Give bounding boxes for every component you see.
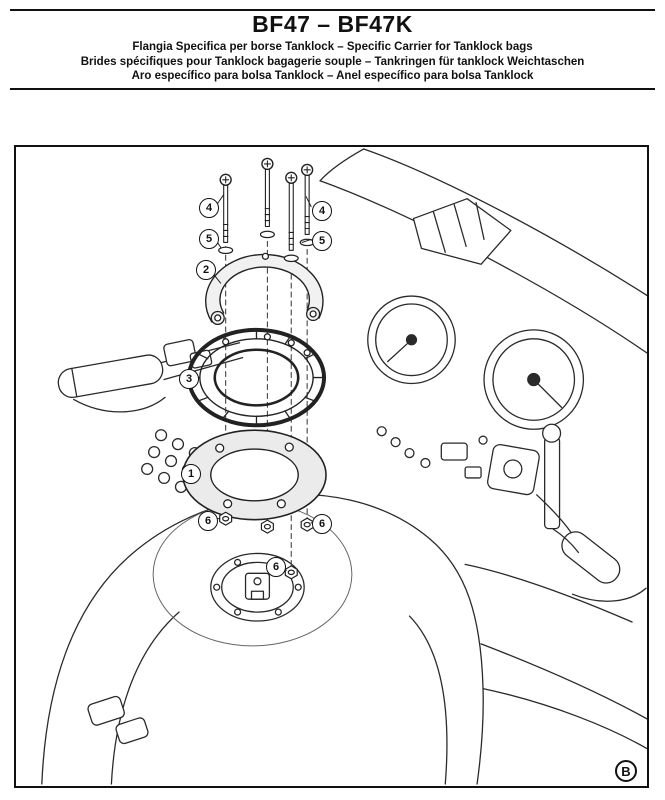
nut-part xyxy=(219,511,314,580)
right-grip xyxy=(561,531,621,584)
callout-ring: 3 xyxy=(179,369,199,389)
callout-screw-right: 4 xyxy=(312,201,332,221)
callout-nut-left: 6 xyxy=(198,511,218,531)
tanklock-ring-part xyxy=(186,327,327,428)
page-marker-b: B xyxy=(615,760,637,782)
gauge-right xyxy=(483,329,585,430)
callout-washer-right: 5 xyxy=(312,231,332,251)
flange-plate-part xyxy=(182,429,327,521)
tank-outline xyxy=(41,493,484,785)
callout-bracket: 2 xyxy=(196,260,216,280)
subtitle-fr-de: Brides spécifiques pour Tanklock bagager… xyxy=(80,56,585,68)
subtitle-es-pt: Aro específico para bolsa Tanklock – Ane… xyxy=(131,70,534,82)
header-bottom-rule xyxy=(10,88,655,90)
brake-reservoir xyxy=(487,443,540,496)
bracket-part xyxy=(205,252,324,326)
screw-part xyxy=(219,157,314,251)
callout-washer-left: 5 xyxy=(199,229,219,249)
fuel-cap xyxy=(210,552,305,622)
brake-lever xyxy=(72,396,166,413)
switch-cluster xyxy=(163,339,213,369)
washer-part xyxy=(218,230,315,263)
callout-plate: 1 xyxy=(181,464,201,484)
callout-nut-bottom: 6 xyxy=(266,557,286,577)
left-grip xyxy=(57,354,164,399)
subtitle-it-en: Flangia Specifica per borse Tanklock – S… xyxy=(132,41,533,53)
callout-nut-right: 6 xyxy=(312,514,332,534)
header-top-rule xyxy=(10,9,655,11)
callout-screw-left: 4 xyxy=(199,198,219,218)
page-title: BF47 – BF47K xyxy=(252,11,413,37)
motorcycle-body xyxy=(41,148,647,785)
gauge-left xyxy=(367,295,456,385)
diagram-frame: 4 5 4 5 2 3 1 6 6 6 B xyxy=(14,145,649,788)
